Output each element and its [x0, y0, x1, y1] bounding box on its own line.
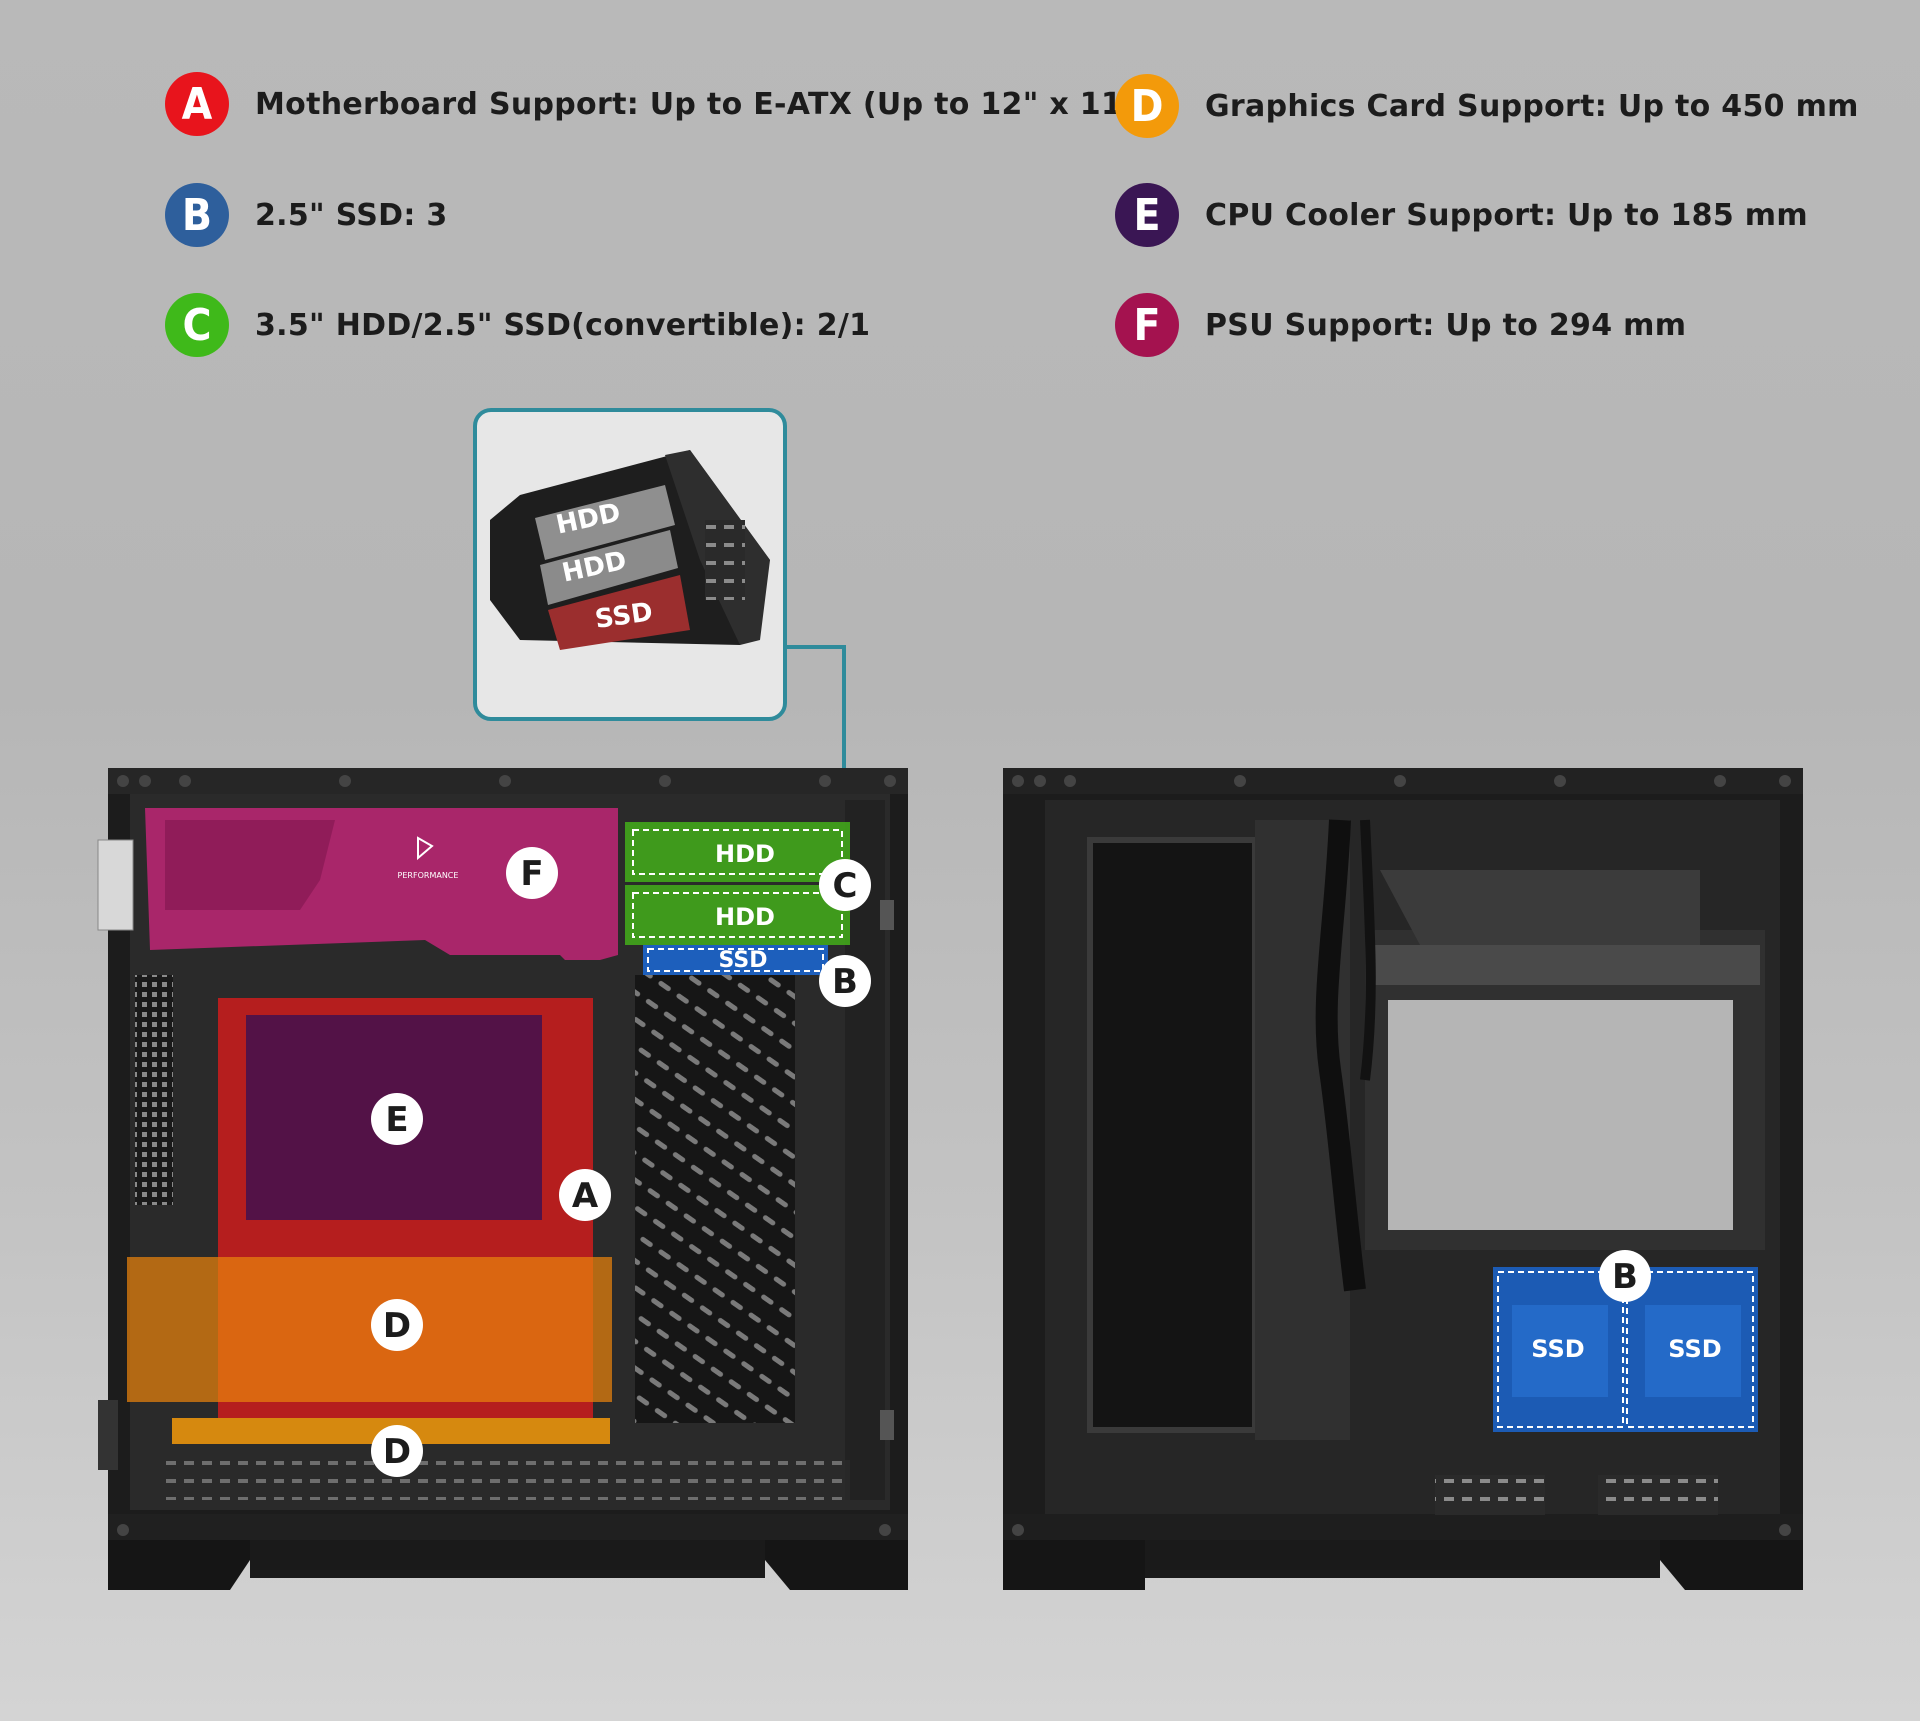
svg-text:E: E [385, 1100, 408, 1140]
spec-ssd: B 2.5" SSD: 3 [165, 183, 448, 247]
svg-text:B: B [832, 962, 858, 1002]
cage-drive-2 [540, 530, 678, 605]
badge-d: D [1115, 74, 1179, 138]
case-rear-view: SSD SSD B [1003, 768, 1803, 1590]
spec-gpu: D Graphics Card Support: Up to 450 mm [1115, 74, 1859, 138]
case-front-view: PERFORMANCE HDD HDD SSD F E A [97, 768, 908, 1590]
bay-label-hdd-1: HDD [715, 840, 775, 868]
marker-e: E [371, 1093, 423, 1145]
svg-text:B: B [1612, 1257, 1638, 1297]
spec-ssd-text: 2.5" SSD: 3 [255, 197, 448, 233]
svg-text:C: C [833, 866, 858, 906]
inset-connector-line [785, 645, 846, 815]
svg-text:D: D [383, 1306, 411, 1346]
marker-rear-b: B [1599, 1250, 1651, 1302]
front-side-vent [135, 975, 173, 1205]
bay-hdd-1 [625, 822, 850, 882]
rear-bottom-vent-right [1598, 1475, 1718, 1515]
bay-label-ssd: SSD [719, 948, 768, 973]
front-foot-left [108, 1540, 250, 1590]
cable-bundle [1315, 819, 1366, 1292]
svg-text:A: A [572, 1176, 599, 1216]
rear-foot-right [1660, 1540, 1803, 1590]
marker-d-lower: D [371, 1425, 423, 1477]
cage-drive-1 [535, 485, 675, 560]
spec-hdd: C 3.5" HDD/2.5" SSD(convertible): 2/1 [165, 293, 870, 357]
drive-cage-inset: HDD HDD SSD [473, 408, 846, 815]
marker-f: F [506, 847, 558, 899]
psu-logo-text: PERFORMANCE [398, 871, 459, 880]
marker-a: A [559, 1169, 611, 1221]
spec-motherboard: A Motherboard Support: Up to E-ATX (Up t… [165, 72, 1152, 136]
bay-hdd-2 [625, 885, 850, 945]
zone-gpu [127, 1257, 612, 1402]
badge-e: E [1115, 183, 1179, 247]
marker-c: C [819, 859, 871, 911]
spec-hdd-text: 3.5" HDD/2.5" SSD(convertible): 2/1 [255, 307, 871, 343]
badge-b: B [165, 183, 229, 247]
svg-text:F: F [520, 854, 543, 894]
spec-psu-text: PSU Support: Up to 294 mm [1205, 307, 1687, 343]
spec-cpu-cooler: E CPU Cooler Support: Up to 185 mm [1115, 183, 1808, 247]
marker-d: D [371, 1299, 423, 1351]
psu-logo-icon [417, 836, 434, 861]
badge-c: C [165, 293, 229, 357]
rear-ssd-label-1: SSD [1531, 1335, 1584, 1363]
rear-foot-left [1003, 1540, 1145, 1590]
drive-cage-image: HDD HDD SSD [490, 450, 770, 650]
front-cable-vent [635, 975, 795, 1423]
rear-motherboard-cutout [1388, 1000, 1733, 1230]
spec-cpu-cooler-text: CPU Cooler Support: Up to 185 mm [1205, 197, 1808, 233]
svg-text:D: D [383, 1432, 411, 1472]
front-foot-right [765, 1540, 908, 1590]
spec-gpu-text: Graphics Card Support: Up to 450 mm [1205, 88, 1859, 124]
rear-ssd-label-2: SSD [1668, 1335, 1721, 1363]
cage-drive-3 [548, 575, 690, 650]
spec-motherboard-text: Motherboard Support: Up to E-ATX (Up to … [255, 86, 1153, 122]
marker-b: B [819, 955, 871, 1007]
bay-label-hdd-2: HDD [715, 903, 775, 931]
badge-a: A [165, 72, 229, 136]
rear-bottom-vent-left [1435, 1475, 1545, 1515]
spec-psu: F PSU Support: Up to 294 mm [1115, 293, 1686, 357]
badge-f: F [1115, 293, 1179, 357]
